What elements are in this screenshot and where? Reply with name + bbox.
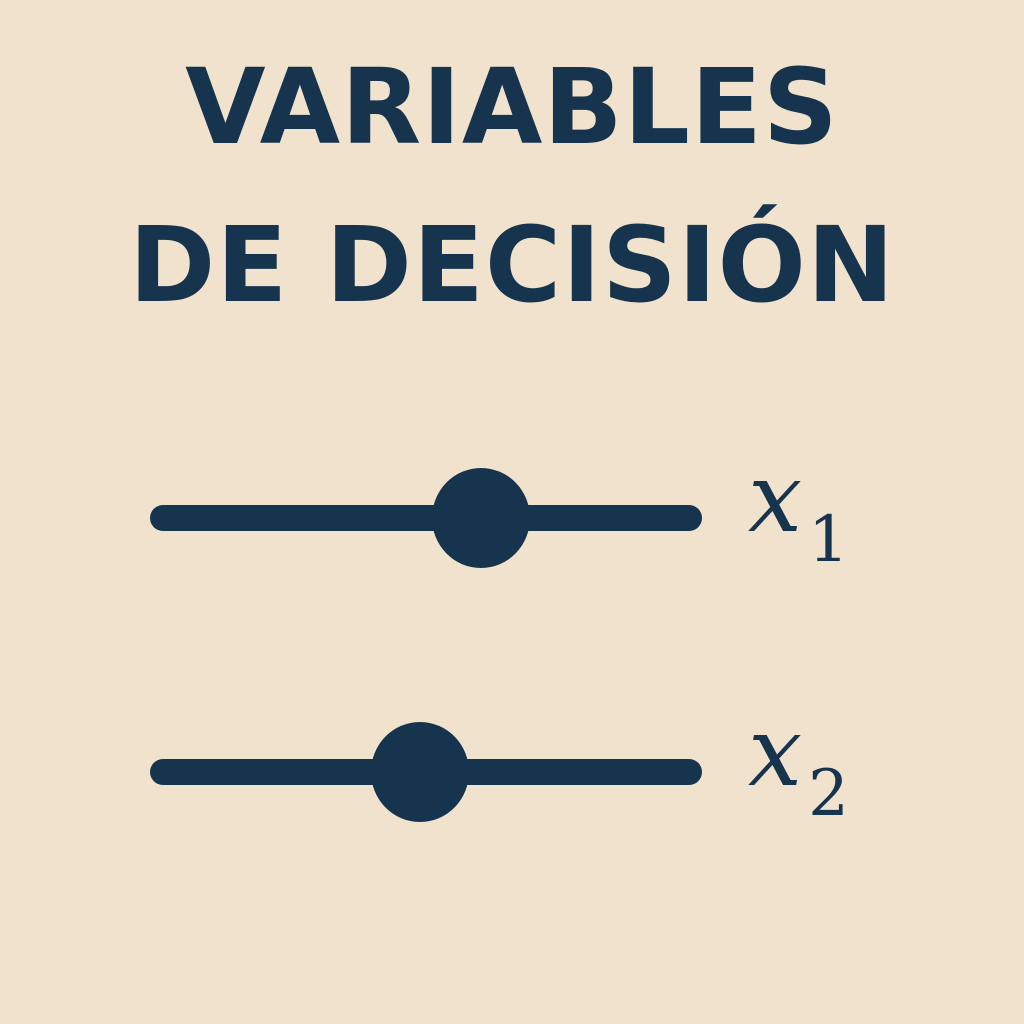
slider-x1-track[interactable] bbox=[150, 505, 702, 531]
slider-x1-thumb[interactable] bbox=[432, 468, 531, 568]
variable-subscript-x1: 1 bbox=[808, 503, 849, 577]
page-title: VARIABLES DE DECISIÓN bbox=[0, 28, 1024, 344]
slider-x2[interactable] bbox=[150, 720, 702, 824]
slider-x1[interactable] bbox=[150, 466, 702, 570]
variable-subscript-x2: 2 bbox=[808, 757, 849, 831]
slider-x2-thumb[interactable] bbox=[371, 722, 470, 822]
variable-name-x2: x bbox=[748, 696, 803, 808]
variable-label-x1: x1 bbox=[748, 450, 849, 572]
variable-name-x1: x bbox=[748, 442, 803, 554]
title-line-2: DE DECISIÓN bbox=[128, 204, 895, 326]
variable-label-x2: x2 bbox=[748, 704, 849, 826]
title-line-1: VARIABLES bbox=[185, 46, 839, 168]
